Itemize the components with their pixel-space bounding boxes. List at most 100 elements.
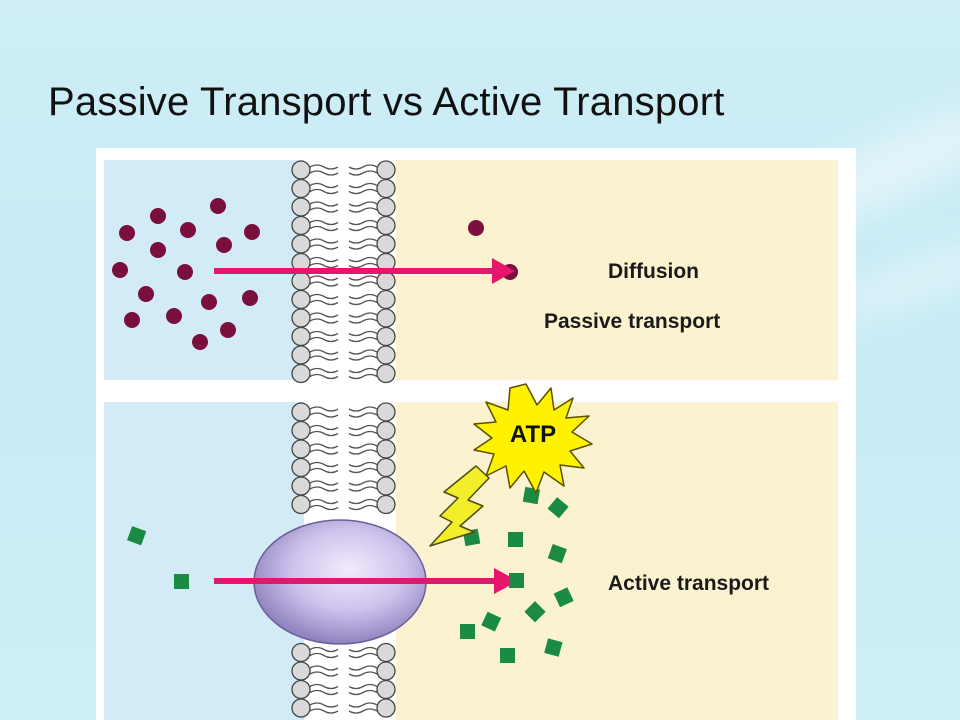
lipid-head [291,420,311,441]
lipid-tail [348,170,378,176]
molecule-group-outside [112,198,260,350]
lipid-tail [348,708,378,714]
lipid-tail [309,349,339,355]
lipid-head [291,197,311,217]
lipid-tail [309,312,339,318]
lipid-tail [309,256,339,263]
molecule-square [500,648,515,663]
lipid-head [291,345,311,365]
lipid-head [291,439,311,459]
lipid-tail [348,689,378,696]
lipid-head [376,326,396,347]
active-transport-arrow [214,568,518,594]
lipid-tail [348,164,378,170]
lipid-tail [309,244,339,250]
lipid-tail [309,238,339,244]
lipid-head [376,271,396,291]
lipid-head [376,439,396,459]
lipid-head [376,642,396,663]
lipid-tail [309,689,339,696]
lipid-head [291,160,311,180]
lipid-head [376,457,396,478]
lipid-tail [348,188,378,195]
lipid-head [376,308,396,328]
lipid-tail [348,373,378,380]
lipid-tail [348,480,378,486]
lipid-tail [309,225,339,232]
lipid-tail [348,443,378,449]
lipid-tail [348,355,378,361]
lipid-head [376,661,396,681]
molecule-circle [119,225,135,241]
lipid-tail [309,461,339,468]
lipid-tail [348,256,378,263]
lipid-head [376,402,396,422]
lipid-head [291,679,311,700]
molecule-circle [180,222,196,238]
lipid-tail [348,498,378,505]
lipid-head [376,698,396,718]
molecule-circle [210,198,226,214]
lipid-tail [309,188,339,195]
lipid-head [291,215,311,236]
lipid-tail [348,318,378,324]
lipid-head [291,363,311,384]
molecule-circle [138,286,154,302]
lipid-tail [348,207,378,213]
lipid-head [376,197,396,217]
lipid-tail [309,367,339,374]
diffusion-arrow [214,258,515,284]
lipid-tail [309,262,339,269]
lipid-tail [309,201,339,207]
lipid-head [291,178,311,199]
molecule-circle [468,220,484,236]
lipid-tail [309,430,339,437]
lipid-tail [348,367,378,374]
lipid-tail [309,498,339,505]
phospholipid-bilayer-top [291,160,396,384]
lipid-tail [348,349,378,355]
lipid-head [291,271,311,291]
molecule-square [174,574,189,589]
lipid-tail [309,480,339,486]
molecule-circle [112,262,128,278]
lipid-tail [309,299,339,306]
slide-title: Passive Transport vs Active Transport [48,80,725,124]
lipid-tail [309,646,339,653]
lipid-tail [309,182,339,189]
lipid-tail [348,275,378,281]
lipid-tail [309,665,339,671]
lipid-tail [309,318,339,324]
lipid-head [291,642,311,663]
molecule-square [553,587,574,608]
lipid-head [376,234,396,254]
lipid-tail [309,207,339,213]
lipid-tail [348,449,378,455]
lipid-tail [348,504,378,511]
lipid-tail [348,238,378,244]
lipid-tail [348,467,378,474]
lipid-tail [348,646,378,653]
lipid-head [376,494,396,515]
lipid-tail [348,683,378,690]
lipid-head [376,289,396,310]
lipid-tail [348,330,378,337]
molecule-circle [150,242,166,258]
lipid-tail [309,467,339,474]
lipid-tail [309,219,339,226]
lipid-tail [309,275,339,281]
lipid-tail [348,430,378,437]
lipid-tail [309,449,339,455]
lipid-head [291,234,311,254]
lipid-tail [309,330,339,337]
lipid-tail [348,652,378,659]
molecule-circle [201,294,217,310]
lipid-head [291,326,311,347]
lipid-head [376,345,396,365]
lipid-head [291,308,311,328]
lipid-tail [309,424,339,431]
molecule-square [508,532,523,547]
lipid-tail [348,412,378,418]
molecule-circle [216,237,232,253]
lipid-head [376,679,396,700]
